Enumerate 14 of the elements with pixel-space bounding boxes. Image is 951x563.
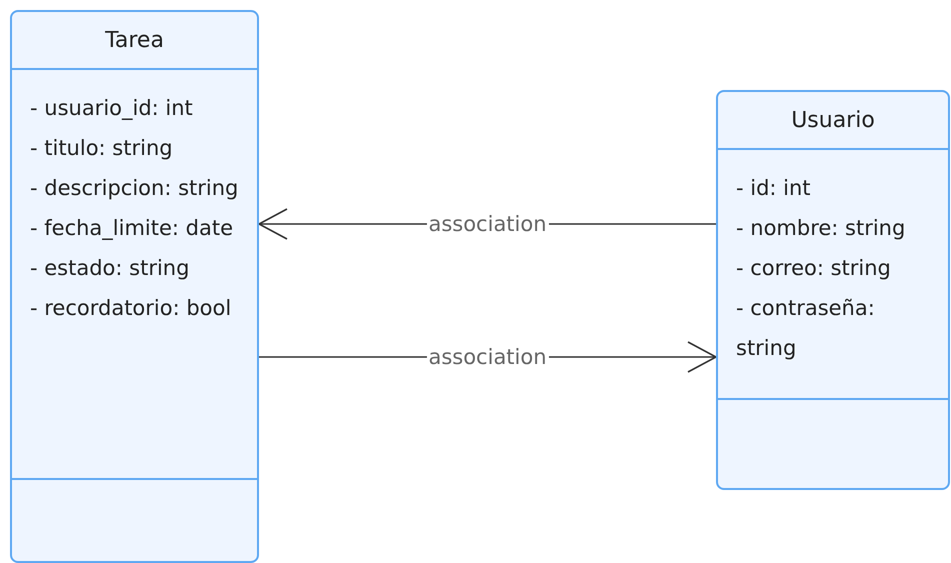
- attribute-text: - nombre: string: [736, 215, 906, 242]
- attribute-text: - contraseña: string: [736, 295, 876, 362]
- attribute-text: - fecha_limite: date: [30, 215, 234, 242]
- class-name: Usuario: [791, 108, 875, 132]
- class-box: [10, 10, 259, 563]
- attribute-text: - estado: string: [30, 255, 190, 282]
- attribute-text: - titulo: string: [30, 135, 174, 162]
- attribute-text: - recordatorio: bool: [30, 295, 232, 322]
- attribute-text: - correo: string: [736, 255, 892, 282]
- attribute-text: - usuario_id: int: [30, 95, 194, 122]
- attribute-text: - id: int: [736, 175, 812, 202]
- attribute-text: - descripcion: string: [30, 175, 240, 202]
- class-name: Tarea: [105, 28, 164, 52]
- class-box: [716, 90, 950, 490]
